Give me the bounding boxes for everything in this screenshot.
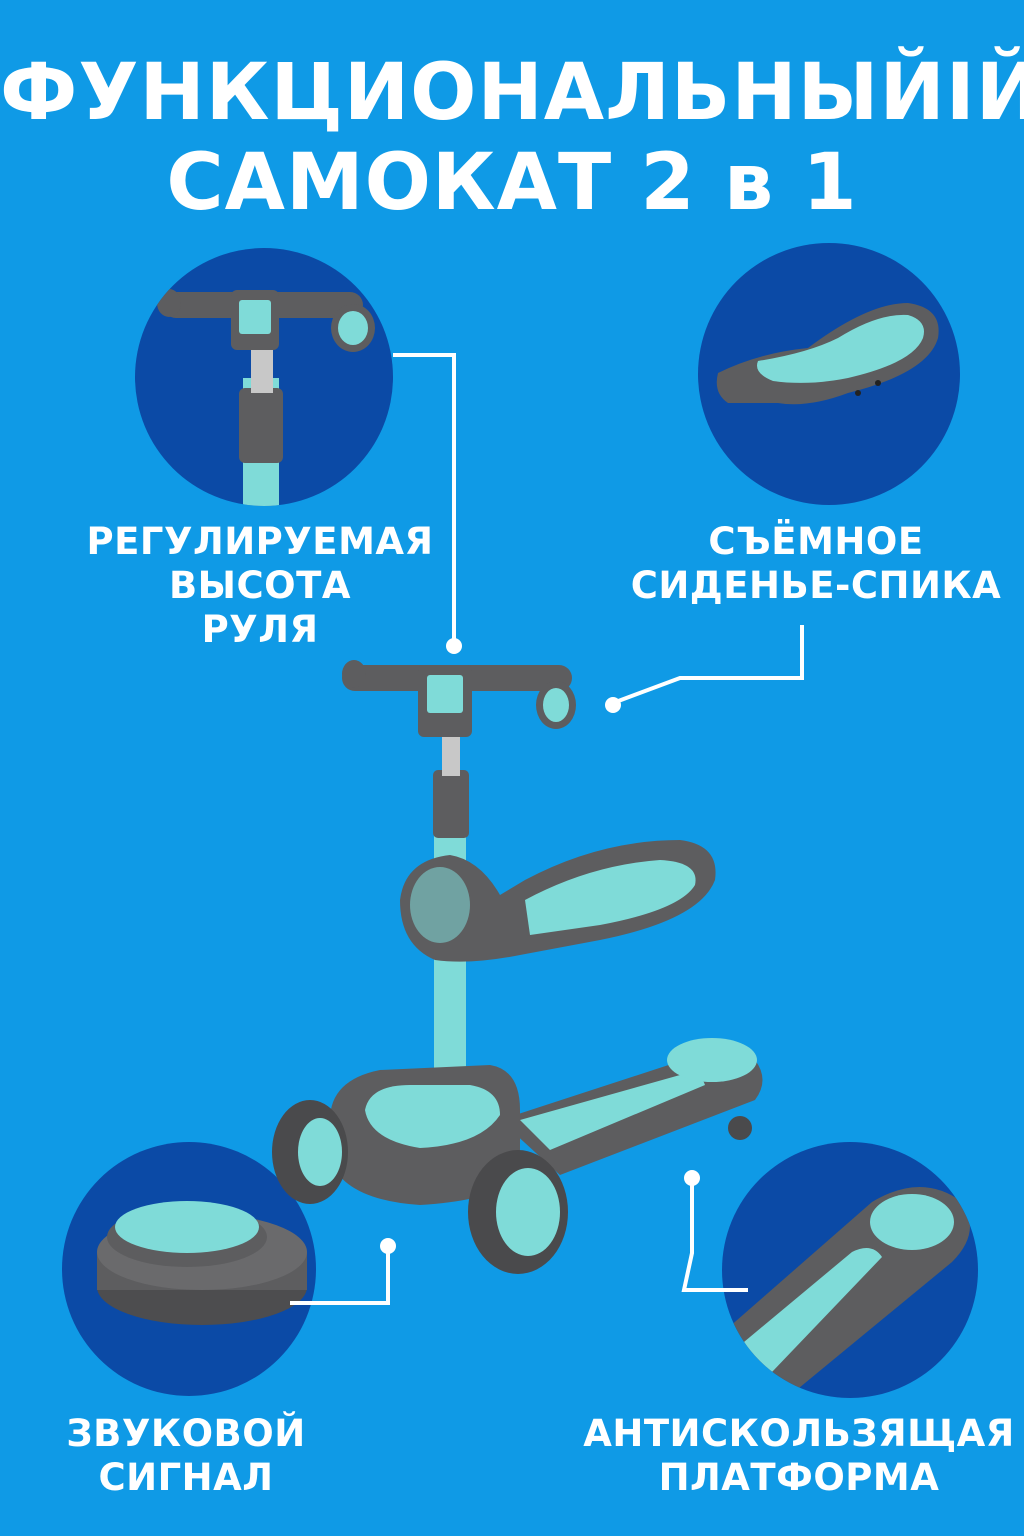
seat-detail-circle: [698, 243, 960, 505]
seat-label-line-1: СЪЁМНОЕ: [708, 520, 924, 563]
seat-detail-image: [716, 303, 939, 405]
handlebar-label-line-1: РЕГУЛИРУЕМАЯ: [86, 520, 434, 563]
handlebar-connector: [393, 353, 456, 643]
horn-connector: [290, 1246, 390, 1305]
handlebar-detail-circle: [135, 248, 393, 506]
platform-detail-image: [722, 1187, 970, 1398]
platform-detail-circle: [722, 1142, 978, 1398]
seat-connector: [612, 625, 804, 705]
horn-detail-circle: [62, 1142, 316, 1396]
platform-connector: [681, 1178, 748, 1292]
platform-label-line-2: ПЛАТФОРМА: [658, 1456, 940, 1499]
title-line-2: САМОКАТ 2 в 1: [166, 138, 858, 228]
page-title: ФУНКЦИОНАЛЬНЫЙІЙ САМОКАТ 2 в 1: [0, 48, 1024, 228]
handlebar-label-line-3: РУЛЯ: [201, 608, 319, 651]
handlebar-detail-image: [157, 289, 375, 506]
feature-label-horn: ЗВУКОВОЙ СИГНАЛ: [0, 1412, 372, 1500]
horn-label-line-2: СИГНАЛ: [98, 1456, 274, 1499]
horn-detail-image: [97, 1201, 307, 1325]
feature-label-handlebar: РЕГУЛИРУЕМАЯ ВЫСОТА РУЛЯ: [60, 520, 460, 652]
feature-label-seat: СЪЁМНОЕ СИДЕНЬЕ-СПИКА: [616, 520, 1016, 608]
feature-label-platform: АНТИСКОЛЬЗЯЩАЯ ПЛАТФОРМА: [574, 1412, 1024, 1500]
seat-label-line-2: СИДЕНЬЕ-СПИКА: [630, 564, 1002, 607]
horn-label-line-1: ЗВУКОВОЙ: [66, 1412, 306, 1455]
handlebar-label-line-2: ВЫСОТА: [168, 564, 352, 607]
platform-label-line-1: АНТИСКОЛЬЗЯЩАЯ: [583, 1412, 1015, 1455]
title-line-1: ФУНКЦИОНАЛЬНЫЙІЙ: [0, 48, 1024, 138]
